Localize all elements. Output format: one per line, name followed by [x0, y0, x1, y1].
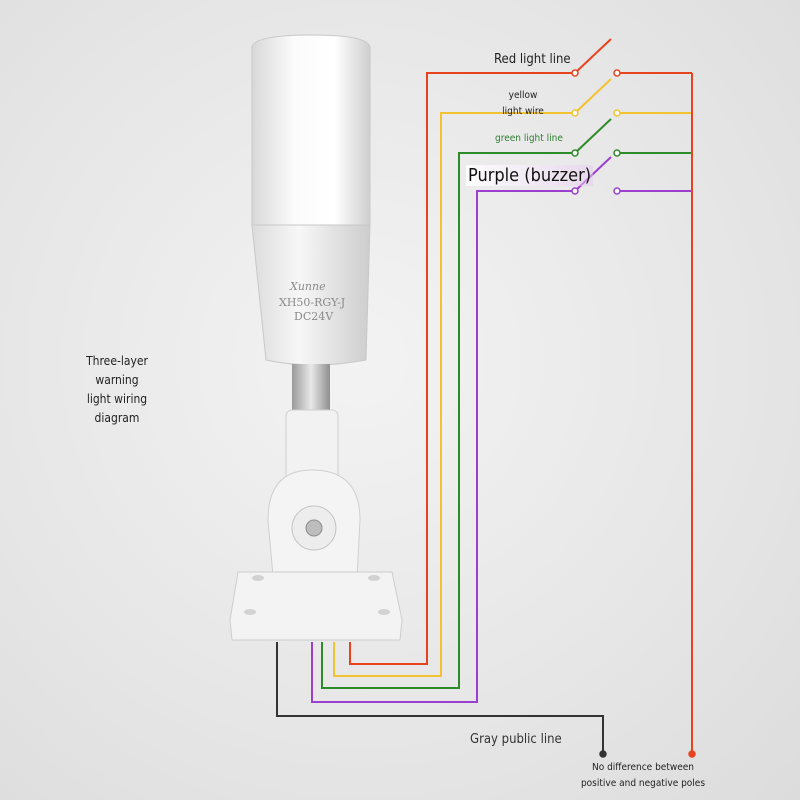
- base-hole-2: [368, 575, 380, 581]
- yellow-light-wire-label: yellow light wire: [502, 90, 544, 117]
- yellow-switch-terminal-right: [613, 109, 621, 117]
- red-switch-lever: [574, 38, 612, 74]
- red-switch-terminal-right: [613, 69, 621, 77]
- yellow-switch-lever: [574, 78, 612, 114]
- red-light-line-label: Red light line: [494, 52, 571, 67]
- purple-switch-terminal-left: [571, 187, 579, 195]
- swivel-screw: [305, 519, 323, 537]
- yellow-wire: [333, 112, 575, 677]
- model-number: XH50-RGY-J: [279, 296, 346, 309]
- base-hole-4: [378, 609, 390, 615]
- red-switch-terminal-left: [571, 69, 579, 77]
- purple-buzzer-label: Purple (buzzer): [466, 165, 594, 186]
- green-light-line-label: green light line: [495, 133, 563, 144]
- light-lens: [251, 34, 371, 226]
- light-body: [251, 224, 371, 366]
- polarity-note: No difference between positive and negat…: [580, 762, 706, 789]
- voltage-rating: DC24V: [294, 310, 334, 323]
- warning-light-device: [229, 34, 403, 641]
- gray-public-line-label: Gray public line: [470, 732, 562, 747]
- green-switch-terminal-left: [571, 149, 579, 157]
- yellow-switch-terminal-left: [571, 109, 579, 117]
- switches-group: [571, 38, 696, 758]
- negative-terminal: [599, 750, 607, 758]
- green-switch-terminal-right: [613, 149, 621, 157]
- purple-wire: [311, 190, 575, 703]
- red-wire: [349, 72, 575, 665]
- green-wire: [321, 152, 575, 689]
- gray-common-wire: [276, 642, 604, 754]
- base-hole-1: [252, 575, 264, 581]
- brand-name: Xunne: [290, 280, 326, 293]
- positive-terminal: [688, 750, 696, 758]
- base-hole-3: [244, 609, 256, 615]
- base-plate: [229, 571, 403, 641]
- green-switch-lever: [574, 118, 612, 154]
- diagram-title: Three-layer warning light wiring diagram: [86, 354, 148, 425]
- purple-switch-terminal-right: [613, 187, 621, 195]
- mounting-pole: [292, 364, 330, 412]
- wires-group: [276, 72, 693, 754]
